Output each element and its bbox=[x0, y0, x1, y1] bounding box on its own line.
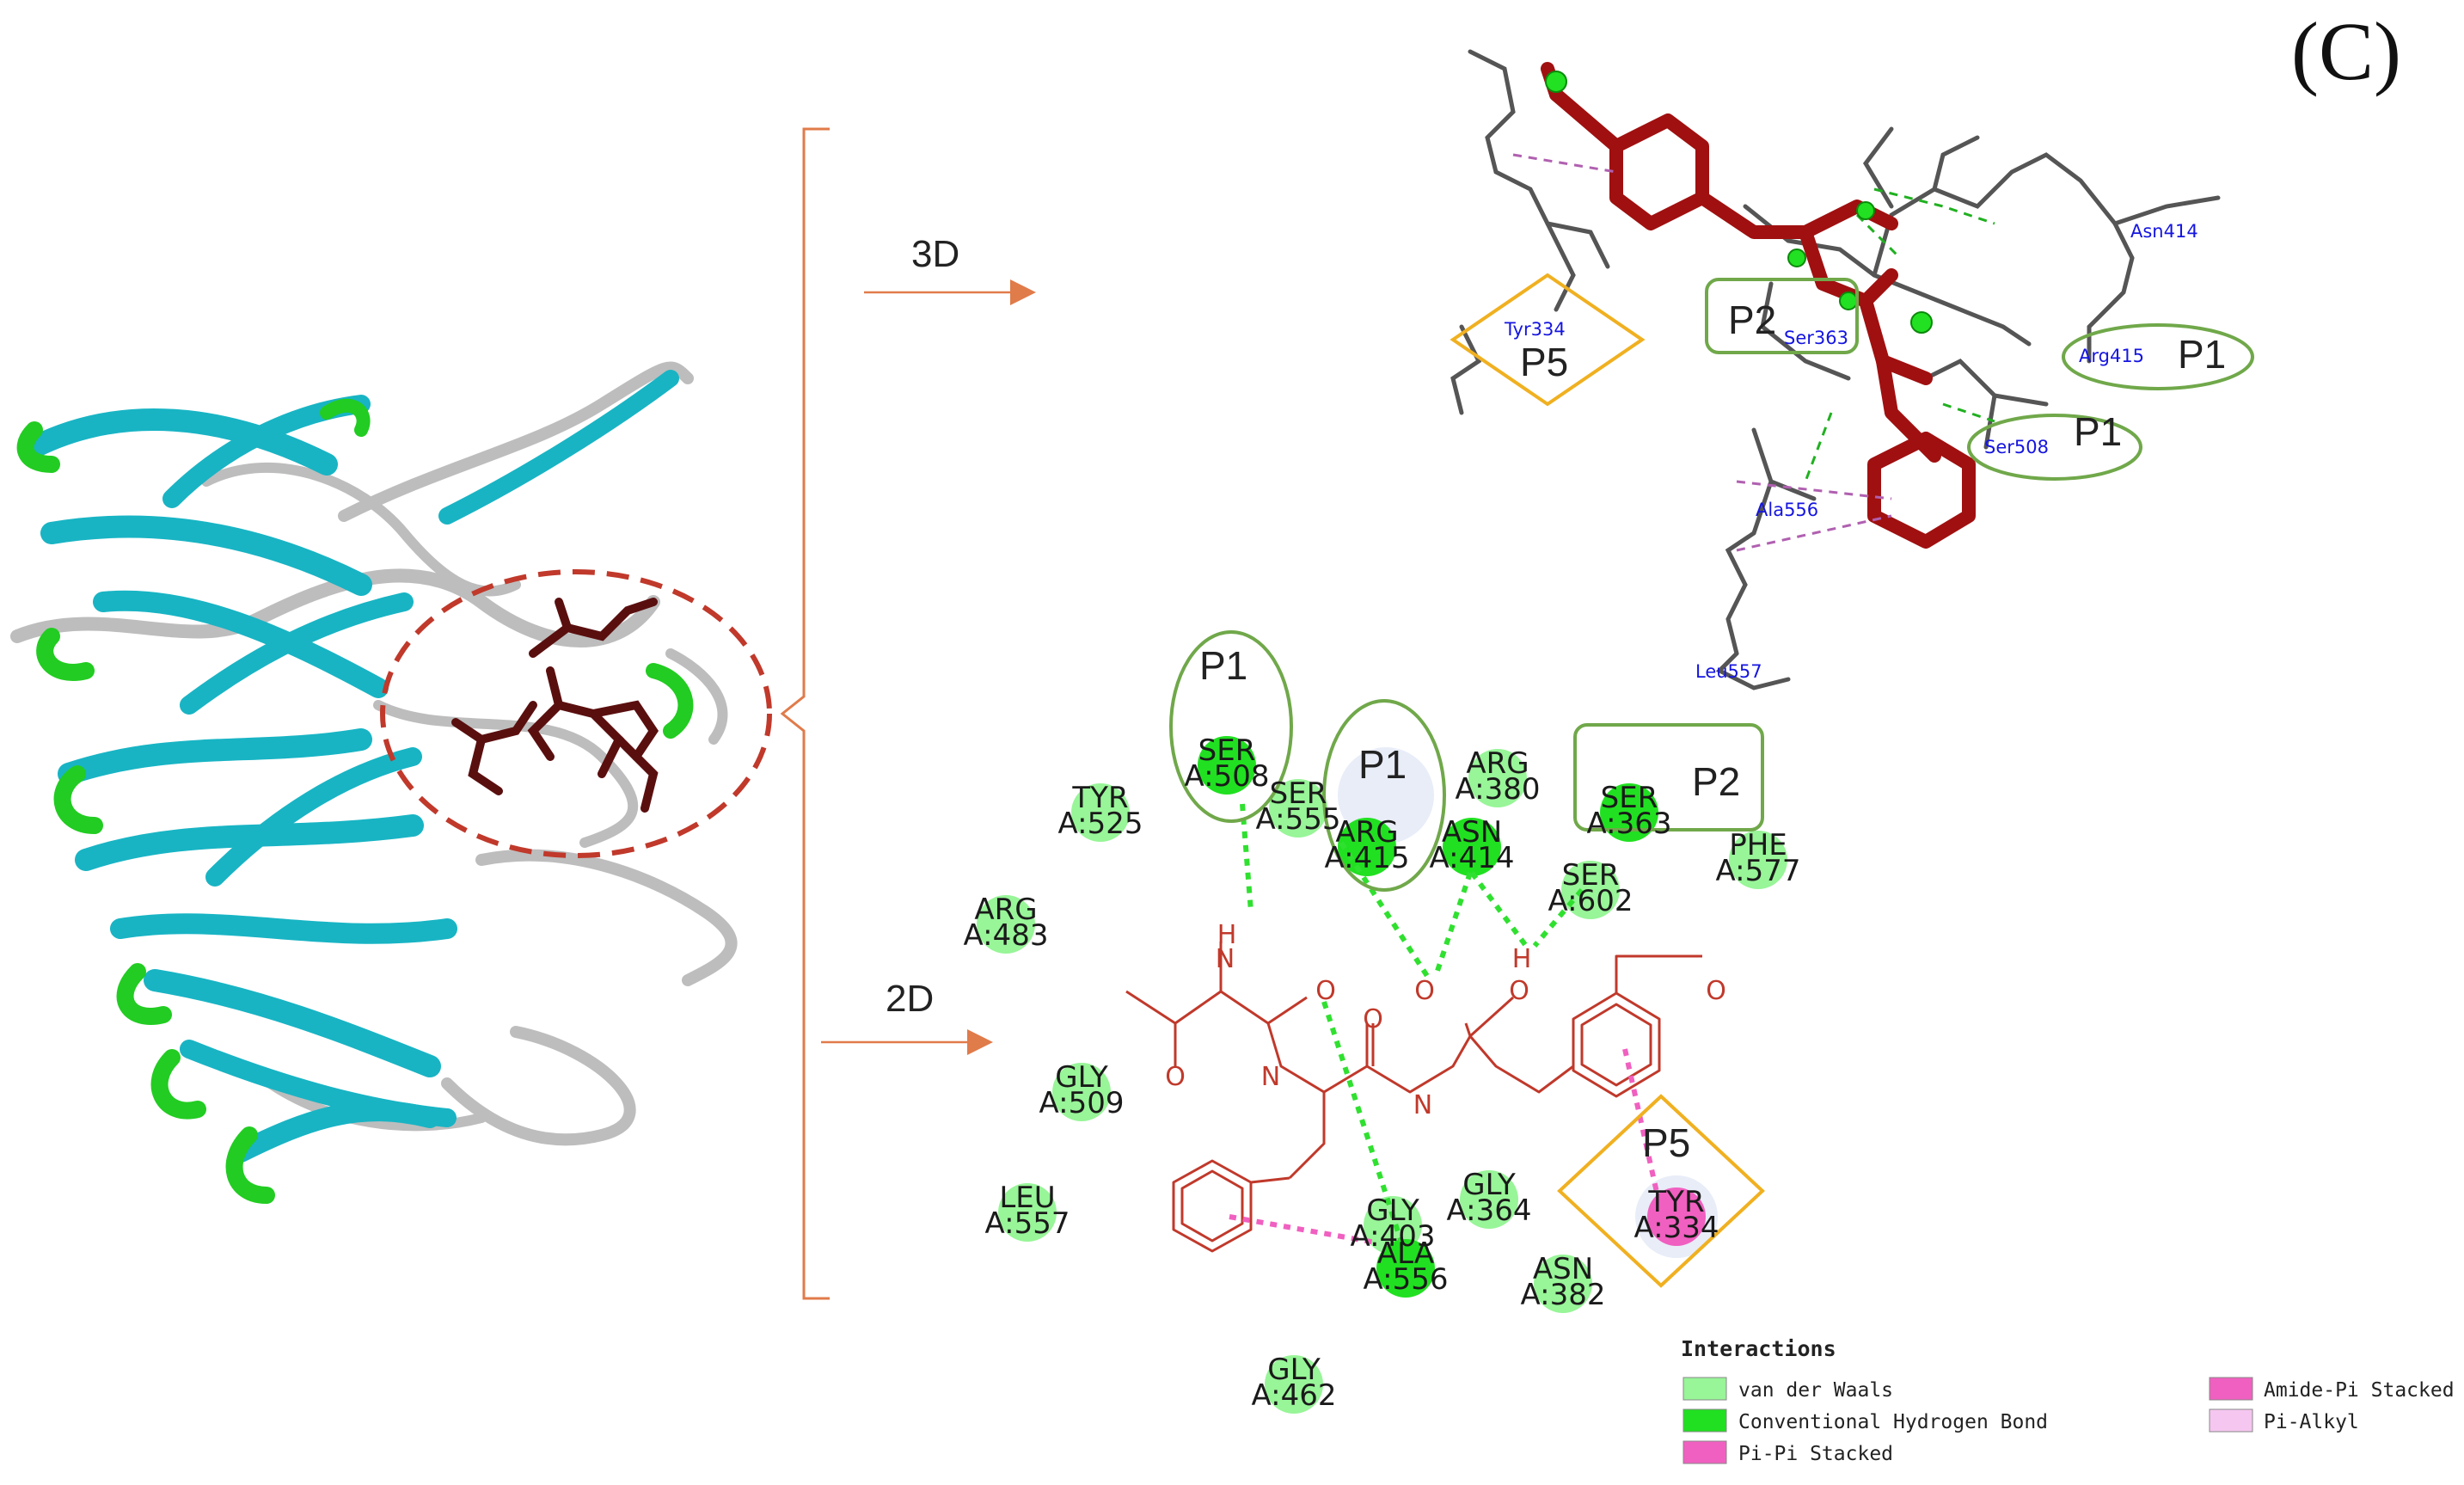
residue-3d-label: Arg415 bbox=[2079, 346, 2144, 366]
pocket-2d-label-p2: P2 bbox=[1692, 759, 1740, 804]
bracket bbox=[780, 127, 830, 1300]
protein-ribbon bbox=[10, 361, 772, 1204]
pocket-2d-p1-b bbox=[1322, 699, 1446, 892]
legend-label: Conventional Hydrogen Bond bbox=[1738, 1411, 2048, 1433]
residue-disc bbox=[1561, 861, 1620, 919]
legend-swatch bbox=[1683, 1440, 1727, 1464]
residue-3d-label: Leu557 bbox=[1695, 661, 1762, 682]
residue-disc bbox=[1052, 1063, 1111, 1121]
legend-swatch bbox=[1683, 1408, 1727, 1433]
legend-swatch bbox=[2209, 1408, 2253, 1433]
atom-label: O bbox=[1315, 976, 1336, 1006]
pocket-3d-p1-b bbox=[1967, 414, 2142, 481]
residue-discs bbox=[977, 736, 1787, 1414]
pocket-2d-label-p1-b: P1 bbox=[1358, 742, 1407, 787]
atom-label: O bbox=[1363, 1004, 1383, 1034]
residue-disc bbox=[1647, 1187, 1706, 1246]
legend-label: van der Waals bbox=[1738, 1379, 1893, 1402]
ligand-2d bbox=[1125, 942, 1702, 1253]
residue-3d-label: Ser508 bbox=[1984, 437, 2049, 457]
residue-3d-label: Ala556 bbox=[1756, 500, 1818, 520]
binding-site-circle bbox=[380, 569, 772, 858]
interaction-2d-diagram: H N O O O H O N O N O P1 P1 P2 P5 SE bbox=[963, 630, 1801, 1414]
atom-label: O bbox=[1414, 976, 1435, 1006]
residue-disc bbox=[1729, 831, 1787, 889]
pocket-3d-label-p5: P5 bbox=[1520, 340, 1568, 384]
residue-disc bbox=[1600, 783, 1658, 842]
residue-disc bbox=[1198, 736, 1256, 795]
residue-disc bbox=[1534, 1255, 1592, 1313]
residue-disc bbox=[977, 895, 1035, 954]
arrow-3d: 3D bbox=[864, 233, 1036, 305]
atom-label: N bbox=[1261, 1062, 1280, 1092]
arrow-3d-label: 3D bbox=[911, 233, 959, 275]
arrow-2d-label: 2D bbox=[886, 978, 934, 1020]
legend-title: Interactions bbox=[1681, 1336, 1836, 1361]
pocket-3d-label-p1-b: P1 bbox=[2074, 409, 2122, 454]
residue-disc bbox=[1265, 1355, 1323, 1414]
residue-disc bbox=[1071, 783, 1130, 842]
pocket-2d-p1-a bbox=[1169, 630, 1293, 823]
atom-label: N bbox=[1413, 1090, 1432, 1120]
interaction-3d-view: P5 P2 P1 P1 Asn414 Tyr334 Ser363 Arg415 … bbox=[1450, 49, 2254, 690]
pocket-2d-label-p1-a: P1 bbox=[1199, 643, 1247, 688]
residue-3d-label: Ser363 bbox=[1784, 328, 1848, 348]
panel-label: (C) bbox=[2291, 5, 2401, 97]
residue-disc bbox=[998, 1183, 1057, 1242]
pocket-3d-label-p2: P2 bbox=[1728, 298, 1776, 342]
interaction-lines-2d bbox=[1229, 803, 1662, 1245]
residue-disc bbox=[1376, 1239, 1435, 1298]
legend-label: Amide-Pi Stacked bbox=[2264, 1379, 2455, 1402]
pocket-3d-p2 bbox=[1705, 278, 1859, 354]
atom-label: H bbox=[1512, 944, 1532, 974]
residue-disc bbox=[1338, 818, 1396, 876]
residue-3d-label: Tyr334 bbox=[1504, 319, 1566, 340]
pocket-3d-p1-a bbox=[2062, 323, 2254, 390]
residue-disc bbox=[1468, 749, 1527, 807]
atom-label: H bbox=[1217, 920, 1237, 950]
legend-swatch bbox=[1683, 1377, 1727, 1401]
residue-disc bbox=[1443, 818, 1501, 876]
pocket-3d-p5 bbox=[1450, 273, 1646, 407]
arrow-2d: 2D bbox=[821, 978, 993, 1055]
legend-swatch bbox=[2209, 1377, 2253, 1401]
bound-ligand bbox=[451, 598, 659, 813]
legend-label: Pi-Pi Stacked bbox=[1738, 1443, 1893, 1465]
residue-disc bbox=[1460, 1170, 1518, 1229]
atom-label: O bbox=[1706, 976, 1726, 1006]
atom-label: N bbox=[1216, 944, 1235, 974]
legend: Interactions van der Waals Conventional … bbox=[1681, 1336, 2455, 1465]
residue-disc bbox=[1269, 779, 1327, 838]
pocket-2d-p5 bbox=[1557, 1094, 1765, 1288]
pocket-2d-p2 bbox=[1573, 723, 1764, 831]
atom-label: O bbox=[1165, 1062, 1186, 1092]
legend-label: Pi-Alkyl bbox=[2264, 1411, 2359, 1433]
residue-3d-label: Asn414 bbox=[2130, 221, 2198, 242]
pocket-3d-label-p1-a: P1 bbox=[2178, 332, 2226, 377]
atom-label: O bbox=[1509, 976, 1529, 1006]
pocket-2d-label-p5: P5 bbox=[1642, 1120, 1690, 1165]
